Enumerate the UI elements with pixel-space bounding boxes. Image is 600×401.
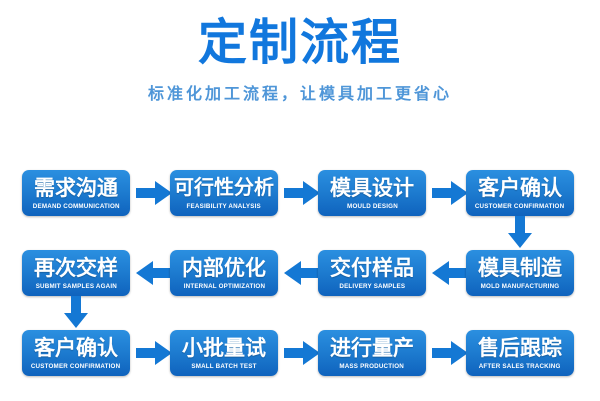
flow-step-label-en: INTERNAL OPTIMIZATION bbox=[183, 282, 265, 290]
arrow-right-icon bbox=[284, 180, 320, 206]
page-title: 定制流程 bbox=[197, 16, 402, 70]
page-subtitle: 标准化加工流程，让模具加工更省心 bbox=[147, 86, 452, 103]
flow-step-label-en: CUSTOMER CONFIRMATION bbox=[31, 362, 121, 370]
flow-step-demand-communication[interactable]: 需求沟通 DEMAND COMMUNICATION bbox=[22, 170, 130, 216]
arrow-right-icon bbox=[136, 340, 172, 366]
arrow-down-icon bbox=[507, 216, 533, 248]
flow-step-label-cn: 需求沟通 bbox=[34, 176, 118, 200]
flow-step-label-cn: 交付样品 bbox=[330, 256, 414, 280]
flow-step-label-en: MASS PRODUCTION bbox=[339, 362, 405, 370]
flow-step-label-en: SMALL BATCH TEST bbox=[191, 362, 257, 370]
flow-step-label-cn: 客户确认 bbox=[34, 336, 118, 360]
flow-step-label-en: DEMAND COMMUNICATION bbox=[32, 202, 120, 210]
flow-step-label-en: MOLD MANUFACTURING bbox=[480, 282, 560, 290]
flow-step-label-cn: 可行性分析 bbox=[174, 176, 274, 199]
header: 定制流程 标准化加工流程，让模具加工更省心 bbox=[0, 0, 600, 150]
arrow-left-icon bbox=[432, 260, 468, 286]
flow-step-internal-optimization[interactable]: 内部优化 INTERNAL OPTIMIZATION bbox=[170, 250, 278, 296]
flow-step-label-en: CUSTOMER CONFIRMATION bbox=[475, 202, 565, 210]
flow-step-label-en: DELIVERY SAMPLES bbox=[339, 282, 405, 290]
flow-step-label-en: MOULD DESIGN bbox=[346, 202, 398, 210]
flow-step-submit-samples-again[interactable]: 再次交样 SUBMIT SAMPLES AGAIN bbox=[22, 250, 130, 296]
flow-step-label-en: AFTER SALES TRACKING bbox=[479, 362, 561, 370]
arrow-right-icon bbox=[284, 340, 320, 366]
flow-step-customer-confirmation-row3[interactable]: 客户确认 CUSTOMER CONFIRMATION bbox=[22, 330, 130, 376]
flow-step-label-cn: 再次交样 bbox=[34, 256, 118, 280]
flow-step-small-batch-test[interactable]: 小批量试 SMALL BATCH TEST bbox=[170, 330, 278, 376]
flow-step-mold-manufacturing[interactable]: 模具制造 MOLD MANUFACTURING bbox=[466, 250, 574, 296]
arrow-down-icon bbox=[63, 296, 89, 328]
flow-step-label-cn: 模具制造 bbox=[478, 256, 562, 280]
flow-step-feasibility-analysis[interactable]: 可行性分析 FEASIBILITY ANALYSIS bbox=[170, 170, 278, 216]
flow-step-customer-confirmation-row1[interactable]: 客户确认 CUSTOMER CONFIRMATION bbox=[466, 170, 574, 216]
flow-step-delivery-samples[interactable]: 交付样品 DELIVERY SAMPLES bbox=[318, 250, 426, 296]
flow-step-label-cn: 售后跟踪 bbox=[478, 336, 562, 360]
flow-step-label-cn: 进行量产 bbox=[330, 336, 414, 360]
arrow-right-icon bbox=[136, 180, 172, 206]
flow-step-mould-design[interactable]: 模具设计 MOULD DESIGN bbox=[318, 170, 426, 216]
arrow-right-icon bbox=[432, 180, 468, 206]
arrow-right-icon bbox=[432, 340, 468, 366]
arrow-left-icon bbox=[136, 260, 172, 286]
flow-step-label-cn: 模具设计 bbox=[330, 176, 414, 200]
flow-step-mass-production[interactable]: 进行量产 MASS PRODUCTION bbox=[318, 330, 426, 376]
flow-step-label-cn: 小批量试 bbox=[182, 336, 266, 360]
flow-step-label-en: FEASIBILITY ANALYSIS bbox=[186, 202, 262, 210]
flow-step-after-sales-tracking[interactable]: 售后跟踪 AFTER SALES TRACKING bbox=[466, 330, 574, 376]
flow-step-label-cn: 内部优化 bbox=[182, 256, 266, 280]
arrow-left-icon bbox=[284, 260, 320, 286]
flow-step-label-en: SUBMIT SAMPLES AGAIN bbox=[35, 282, 117, 290]
flow-step-label-cn: 客户确认 bbox=[478, 176, 562, 200]
